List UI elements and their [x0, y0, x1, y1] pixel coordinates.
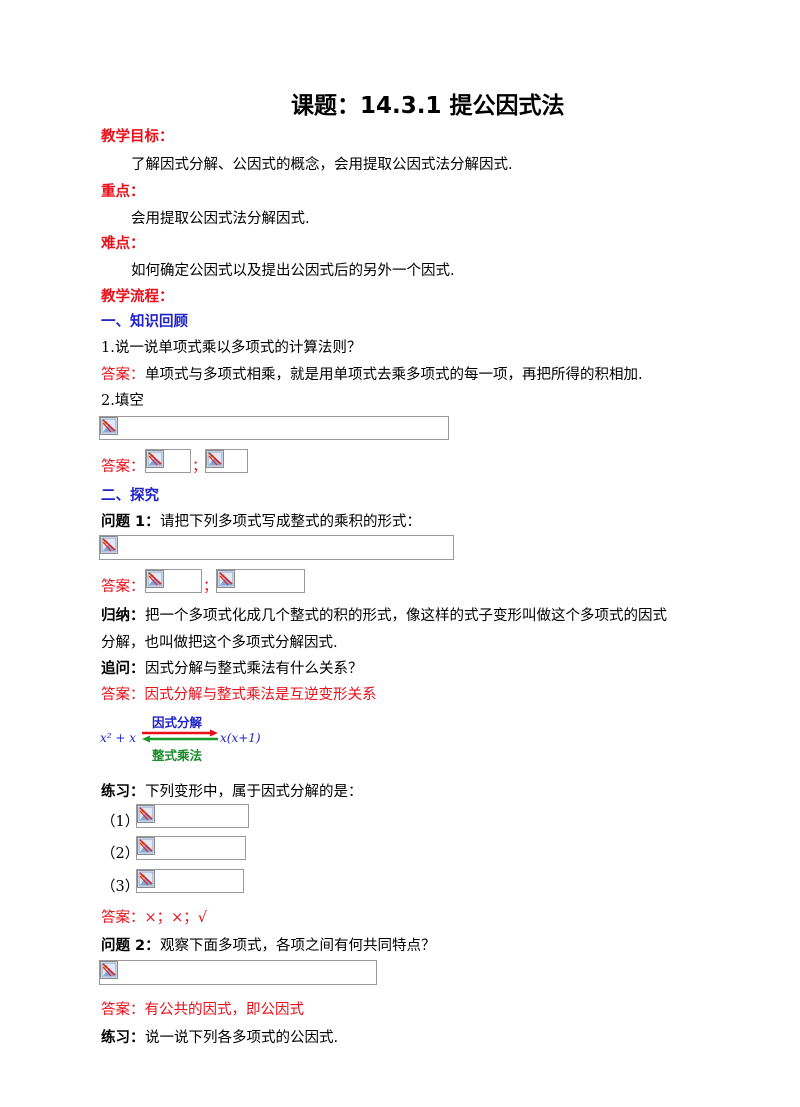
- difficulty-text: 如何确定公因式以及提出公因式后的另外一个因式.: [131, 263, 455, 279]
- problem2-answer: 答案：有公共的因式，即公因式: [101, 1002, 304, 1018]
- problem1-text: 请把下列多项式写成整式的乘积的形式：: [160, 514, 421, 530]
- problem1-answer-label: 答案：: [101, 579, 145, 595]
- problem1-answer-image-2: [216, 569, 305, 593]
- review-q1: 1.说一说单项式乘以多项式的计算法则？: [101, 340, 362, 356]
- broken-image-icon: [100, 961, 118, 979]
- diagram-arrows: [142, 729, 218, 743]
- practice-item-2-image: [136, 836, 246, 860]
- followup-label: 追问：: [101, 661, 145, 677]
- broken-image-icon: [100, 536, 118, 554]
- goal-text: 了解因式分解、公因式的概念，会用提取公因式法分解因式.: [131, 157, 513, 173]
- broken-image-icon: [137, 837, 155, 855]
- followup-answer: 答案：因式分解与整式乘法是互逆变形关系: [101, 687, 377, 703]
- practice-text: 下列变形中，属于因式分解的是：: [145, 784, 363, 800]
- practice2-label: 练习：: [101, 1030, 145, 1046]
- practice-item-1-image: [136, 804, 249, 828]
- diagram-bottom-label: 整式乘法: [152, 748, 203, 763]
- broken-image-icon: [137, 805, 155, 823]
- broken-image-icon: [217, 570, 235, 588]
- followup-text: 因式分解与整式乘法有什么关系？: [145, 661, 363, 677]
- review-a1: 单项式与多项式相乘，就是用单项式去乘多项式的每一项，再把所得的积相加.: [145, 367, 643, 383]
- broken-image-icon: [100, 417, 118, 435]
- review-a1-label: 答案：: [101, 367, 145, 383]
- problem2-label: 问题 2：: [101, 938, 160, 954]
- problem2-text: 观察下面多项式，各项之间有何共同特点？: [160, 938, 436, 954]
- problem1-image: [99, 535, 454, 560]
- broken-image-icon: [146, 450, 164, 468]
- summary-line-2: 分解，也叫做把这个多项式分解因式.: [101, 635, 338, 651]
- explore-heading: 二、探究: [101, 488, 159, 504]
- review-q2: 2.填空: [101, 393, 144, 409]
- review-a2-image-2: [205, 449, 248, 473]
- problem1-label: 问题 1：: [101, 514, 160, 530]
- review-a2-separator: ；: [192, 459, 207, 475]
- practice-item-1-label: （1）: [101, 814, 140, 830]
- fill-blank-image: [99, 416, 449, 440]
- key-text: 会用提取公因式法分解因式.: [131, 211, 310, 227]
- broken-image-icon: [137, 870, 155, 888]
- review-a2-label: 答案：: [101, 459, 145, 475]
- key-label: 重点：: [101, 184, 145, 200]
- process-label: 教学流程：: [101, 289, 174, 305]
- practice-answer: 答案：×；×；√: [101, 910, 208, 926]
- review-heading: 一、知识回顾: [101, 314, 188, 330]
- summary-label: 归纳：: [101, 608, 145, 624]
- page-title: 课题：14.3.1 提公因式法: [291, 93, 565, 119]
- practice2-text: 说一说下列各多项式的公因式.: [145, 1030, 339, 1046]
- practice-item-3-image: [136, 869, 244, 893]
- broken-image-icon: [206, 450, 224, 468]
- problem1-answer-image-1: [145, 569, 202, 593]
- problem2-image: [99, 960, 377, 985]
- diagram-top-label: 因式分解: [152, 715, 203, 730]
- practice-label: 练习：: [101, 784, 145, 800]
- practice-item-3-label: （3）: [101, 879, 140, 895]
- practice-item-2-label: （2）: [101, 846, 140, 862]
- summary-line-1: 把一个多项式化成几个整式的积的形式，像这样的式子变形叫做这个多项式的因式: [145, 608, 667, 624]
- review-a2-image-1: [145, 449, 191, 473]
- broken-image-icon: [146, 570, 164, 588]
- diagram-left-expression: x² + x: [100, 731, 137, 745]
- diagram-right-expression: x(x+1): [220, 731, 261, 745]
- difficulty-label: 难点：: [101, 236, 145, 252]
- goal-label: 教学目标：: [101, 129, 174, 145]
- factorization-diagram: x² + x 因式分解 x(x+1) 整式乘法: [100, 712, 270, 764]
- problem1-answer-separator: ；: [203, 579, 218, 595]
